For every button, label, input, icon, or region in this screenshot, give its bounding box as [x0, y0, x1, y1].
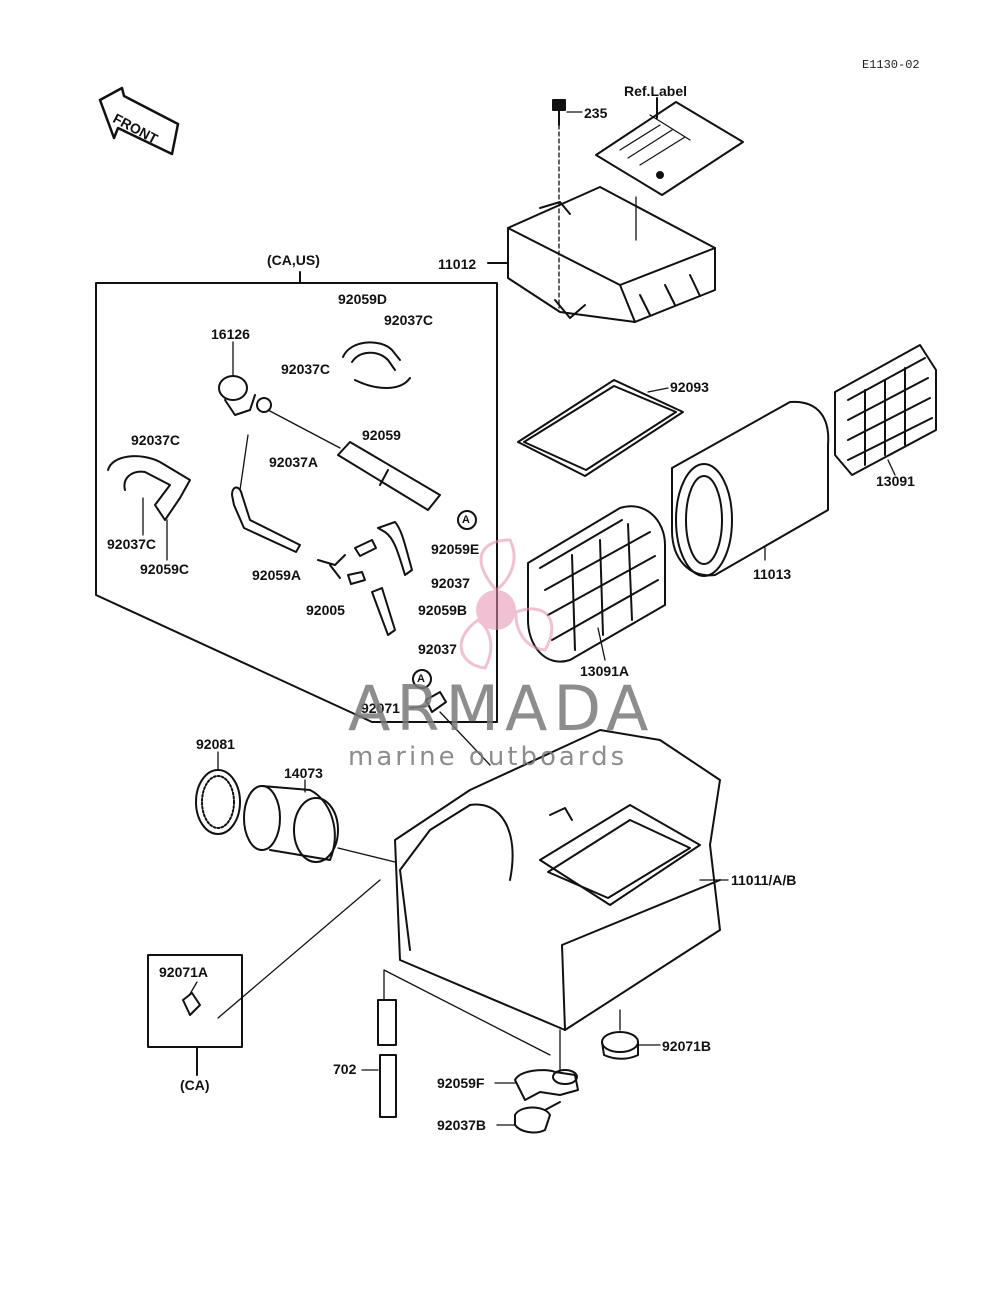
air-cleaner-case	[394, 729, 721, 1031]
ref-marker-a-1	[457, 510, 477, 530]
part-label-92037C-a: 92037C	[384, 312, 434, 328]
diagram-code: E1130-02	[862, 58, 920, 72]
part-label-92037C-c: 92037C	[131, 432, 181, 448]
part-label-16126: 16126	[211, 326, 250, 342]
bolt-235	[552, 99, 566, 126]
part-label-92071A: 92071A	[159, 964, 209, 980]
part-label-92037C-d: 92037C	[107, 536, 157, 552]
hose-92059A	[231, 434, 301, 553]
ref-marker-a-label-1: A	[462, 514, 470, 526]
tube-702	[377, 999, 397, 1118]
hose-92059B	[347, 571, 396, 636]
ref-label-text: Ref.Label	[624, 83, 688, 99]
hose-92059C	[107, 455, 191, 521]
clamp-92037B	[514, 1101, 561, 1134]
part-label-92005: 92005	[306, 602, 345, 618]
air-cleaner-cover	[507, 186, 716, 323]
elbow-92059F	[514, 1069, 579, 1101]
part-label-11011: 11011/A/B	[731, 872, 797, 888]
part-label-92037B: 92037B	[437, 1117, 487, 1133]
part-label-92037-a: 92037	[431, 575, 470, 591]
part-label-92059A: 92059A	[252, 567, 302, 583]
gasket-92093	[517, 379, 684, 477]
part-label-92059F: 92059F	[437, 1075, 485, 1091]
plug-92071A	[182, 992, 201, 1016]
cap-92071B	[601, 1031, 639, 1060]
part-label-13091: 13091	[876, 473, 915, 489]
part-label-92059C: 92059C	[140, 561, 190, 577]
watermark-tagline: marine outboards	[348, 742, 628, 772]
armada-watermark-logo	[459, 538, 554, 670]
cap-92071	[425, 691, 447, 713]
group-box-ca	[147, 954, 243, 1048]
part-label-11012: 11012	[438, 256, 477, 272]
hose-92059D	[342, 341, 411, 389]
ref-marker-a-label-2: A	[417, 673, 425, 685]
part-label-92059E: 92059E	[431, 541, 480, 557]
part-label-92059B: 92059B	[418, 602, 468, 618]
element-frame-13091A	[527, 505, 666, 663]
part-label-235: 235	[584, 105, 608, 121]
element-frame-13091	[834, 344, 937, 476]
group-box-ca-us	[95, 282, 498, 723]
part-label-92059: 92059	[362, 427, 401, 443]
part-label-92081: 92081	[196, 736, 235, 752]
hose-92059	[267, 409, 441, 511]
part-label-92093: 92093	[670, 379, 709, 395]
part-label-702: 702	[333, 1061, 357, 1077]
ref-label-card	[595, 101, 744, 196]
part-label-92059D: 92059D	[338, 291, 388, 307]
air-filter-element	[671, 400, 830, 577]
group-label-ca-us: (CA,US)	[267, 252, 320, 268]
ring-92081	[195, 769, 241, 835]
group-label-ca: (CA)	[180, 1077, 210, 1093]
watermark-brand: ARMADA	[348, 672, 655, 745]
part-label-92037C-b: 92037C	[281, 361, 331, 377]
part-label-13091A: 13091A	[580, 663, 630, 679]
part-label-92071B: 92071B	[662, 1038, 712, 1054]
hose-92059E	[354, 521, 413, 576]
valve-16126	[218, 375, 272, 416]
front-arrow-icon	[98, 86, 180, 156]
part-label-14073: 14073	[284, 765, 323, 781]
part-label-92071: 92071	[361, 700, 400, 716]
ref-marker-a-2	[412, 669, 432, 689]
part-label-92037-b: 92037	[418, 641, 457, 657]
part-label-11013: 11013	[753, 566, 792, 582]
tee-92005	[317, 554, 346, 579]
part-label-92037A: 92037A	[269, 454, 319, 470]
duct-14073	[243, 785, 339, 863]
